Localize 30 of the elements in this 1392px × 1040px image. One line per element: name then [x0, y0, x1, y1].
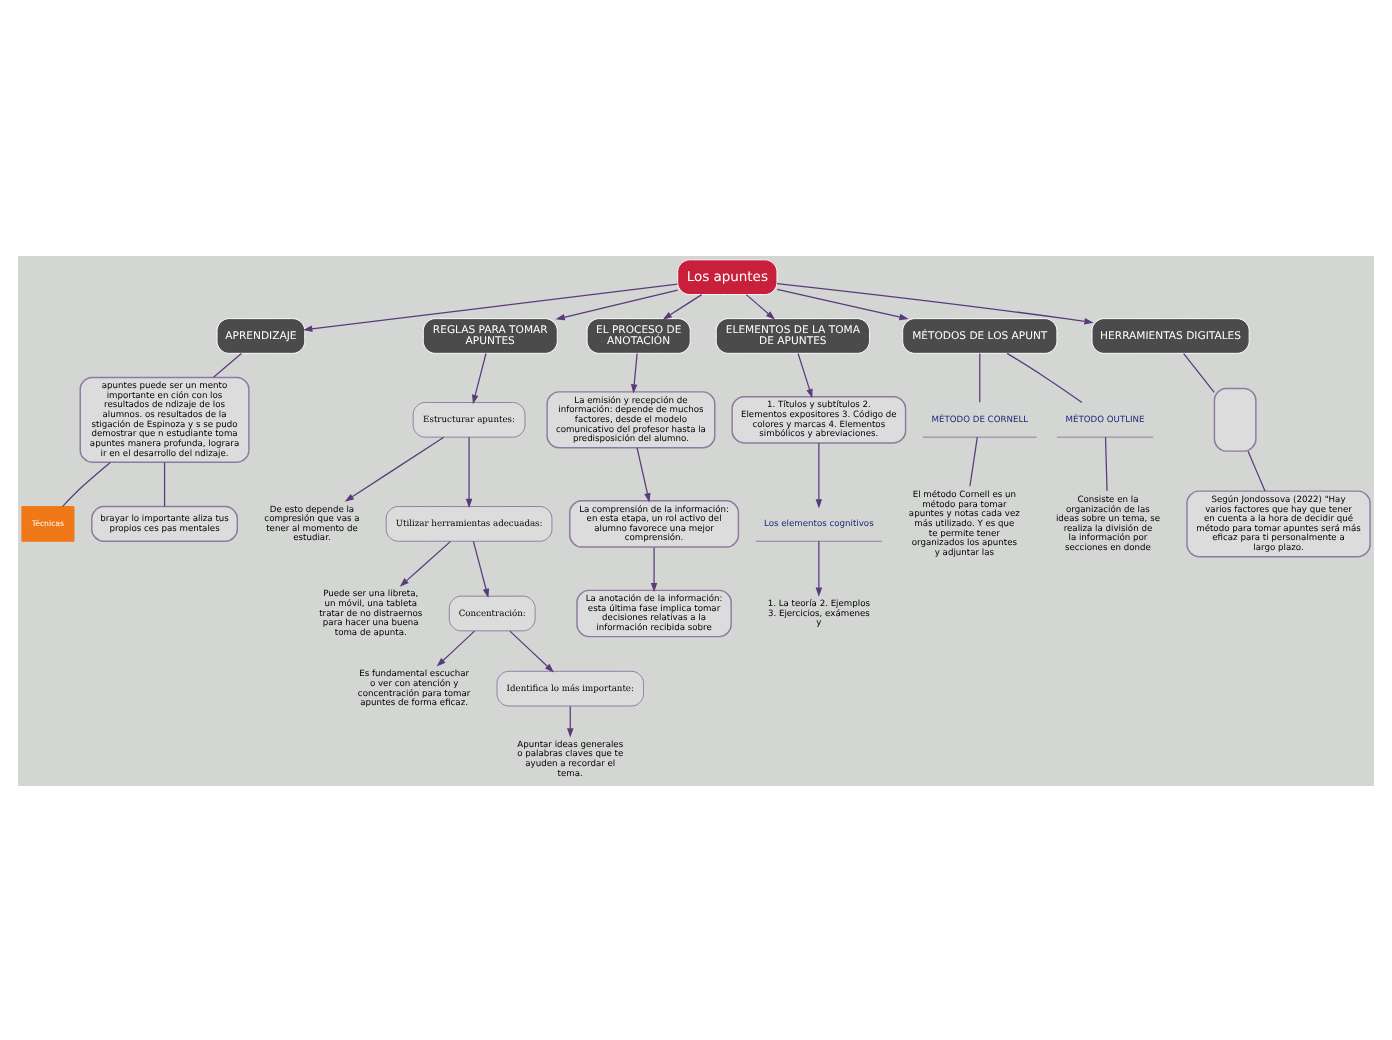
connector [212, 351, 243, 377]
arrow [555, 288, 679, 320]
connector [1247, 449, 1266, 491]
node-box [1213, 386, 1257, 451]
arrow [509, 629, 554, 672]
arrow [776, 287, 909, 320]
arrow [567, 704, 574, 737]
arrow [815, 441, 823, 508]
connector [1104, 435, 1108, 491]
arrow [776, 281, 1094, 324]
arrow [662, 293, 703, 319]
arrow [344, 435, 445, 501]
arrow [472, 351, 487, 404]
connector [62, 460, 111, 507]
arrow [303, 282, 679, 331]
connector [1006, 351, 1083, 403]
connector [969, 435, 978, 486]
arrow [465, 435, 473, 508]
connector [163, 460, 166, 507]
connector [1183, 351, 1215, 392]
arrow [472, 539, 490, 597]
connector [979, 351, 981, 402]
arrow [399, 539, 452, 586]
arrow [745, 293, 776, 319]
arrow [650, 545, 658, 592]
arrow [636, 446, 651, 502]
arrow [797, 351, 813, 398]
arrow [436, 629, 476, 666]
arrow [815, 539, 823, 596]
arrow [630, 351, 638, 393]
